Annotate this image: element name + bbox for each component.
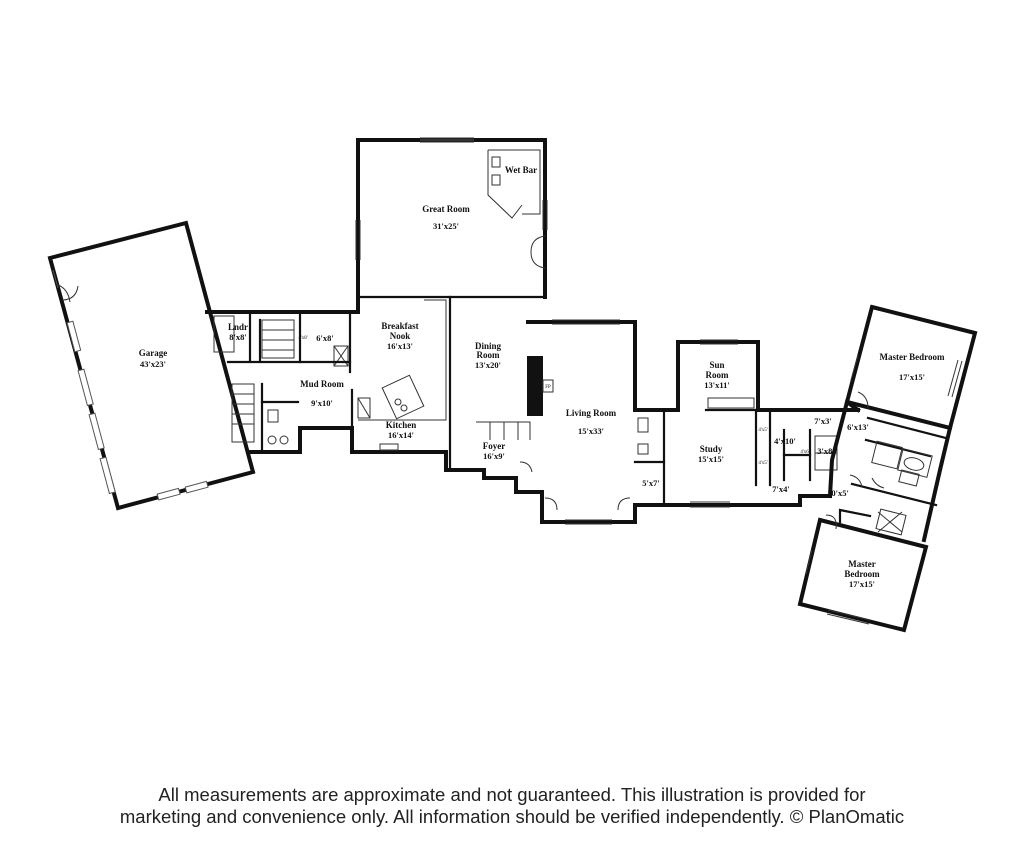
east-hall: 7'x3' 4'x10' 4'x5' 4'x5' 4'x6' 3'x8' 7'x… bbox=[756, 408, 860, 507]
study-dimensions: 15'x15' bbox=[698, 454, 724, 464]
closet-6x8-dimensions: 6'x8' bbox=[316, 333, 333, 343]
floor-plan: Garage 43'x23' Lndr 8'x8' 6'x8' 4'x8' Mu… bbox=[47, 137, 978, 633]
dining-room-label-2: Room bbox=[477, 350, 500, 360]
dining-room-label-1: Dining bbox=[475, 341, 502, 351]
kitchen-area: Breakfast Nook 16'x13' Kitchen 16'x14' D… bbox=[350, 295, 547, 472]
breakfast-nook-label-2: Nook bbox=[390, 331, 411, 341]
master-bedroom-upper: Master Bedroom 17'x15' bbox=[844, 304, 978, 431]
master-bedroom-lower-label-2: Bedroom bbox=[844, 569, 880, 579]
closet-10x5-dimensions: 10'x5' bbox=[827, 488, 849, 498]
disclaimer: All measurements are approximate and not… bbox=[0, 784, 1024, 828]
master-bath: 6'x13' 10'x5' bbox=[827, 398, 953, 543]
master-bedroom-upper-label: Master Bedroom bbox=[880, 352, 945, 362]
garage: Garage 43'x23' bbox=[47, 220, 256, 511]
sun-room-label-1: Sun bbox=[709, 360, 724, 370]
kitchen-label: Kitchen bbox=[386, 420, 417, 430]
great-room-label: Great Room bbox=[422, 204, 470, 214]
closet-4x5-a-dimensions: 4'x5' bbox=[758, 428, 767, 433]
fireplace-label: FP bbox=[545, 385, 551, 390]
mud-room-dimensions: 9'x10' bbox=[311, 398, 333, 408]
master-bedroom-upper-dimensions: 17'x15' bbox=[899, 372, 925, 382]
sun-room-label-2: Room bbox=[706, 370, 729, 380]
laundry-label: Lndr bbox=[228, 322, 248, 332]
wet-bar-label: Wet Bar bbox=[505, 165, 537, 175]
living-room-label: Living Room bbox=[566, 408, 617, 418]
breakfast-nook-label-1: Breakfast bbox=[381, 321, 418, 331]
great-room: Wet Bar Great Room 31'x25' bbox=[355, 137, 548, 314]
disclaimer-line-2: marketing and convenience only. All info… bbox=[119, 806, 905, 827]
sun-room-dimensions: 13'x11' bbox=[704, 380, 730, 390]
closet-3x8-dimensions: 3'x8' bbox=[817, 446, 834, 456]
disclaimer-line-1: All measurements are approximate and not… bbox=[158, 784, 866, 805]
mud-room-label: Mud Room bbox=[300, 379, 344, 389]
foyer-label: Foyer bbox=[483, 441, 506, 451]
living-room: FP Living Room 15'x33' bbox=[444, 319, 637, 525]
master-bedroom-lower: Master Bedroom 17'x15' bbox=[797, 508, 929, 633]
study-label: Study bbox=[700, 444, 723, 454]
closet-4x10-dimensions: 4'x10' bbox=[774, 436, 796, 446]
breakfast-nook-dimensions: 16'x13' bbox=[387, 341, 413, 351]
closet-4x5-b-dimensions: 4'x5' bbox=[758, 461, 767, 466]
laundry-dimensions: 8'x8' bbox=[229, 332, 246, 342]
closet-6x13-dimensions: 6'x13' bbox=[847, 422, 869, 432]
foyer-dimensions: 16'x9' bbox=[483, 451, 505, 461]
study-area: Sun Room 13'x11' Study 15'x15' 5'x7' bbox=[633, 339, 772, 508]
garage-label: Garage bbox=[139, 348, 168, 358]
closet-4x6-dimensions: 4'x6' bbox=[800, 450, 809, 455]
master-bedroom-lower-dimensions: 17'x15' bbox=[849, 579, 875, 589]
living-room-dimensions: 15'x33' bbox=[578, 426, 604, 436]
great-room-dimensions: 31'x25' bbox=[433, 221, 459, 231]
dining-room-dimensions: 13'x20' bbox=[475, 360, 501, 370]
closet-7x4-dimensions: 7'x4' bbox=[772, 484, 789, 494]
closet-7x3-dimensions: 7'x3' bbox=[814, 416, 831, 426]
master-bedroom-lower-label-1: Master bbox=[848, 559, 875, 569]
garage-dimensions: 43'x23' bbox=[140, 359, 166, 369]
west-wing: Lndr 8'x8' 6'x8' 4'x8' Mud Room 9'x10' bbox=[205, 310, 448, 454]
kitchen-dimensions: 16'x14' bbox=[388, 430, 414, 440]
closet-5x7-dimensions: 5'x7' bbox=[642, 478, 659, 488]
closet-small-dimensions: 4'x8' bbox=[298, 336, 307, 341]
